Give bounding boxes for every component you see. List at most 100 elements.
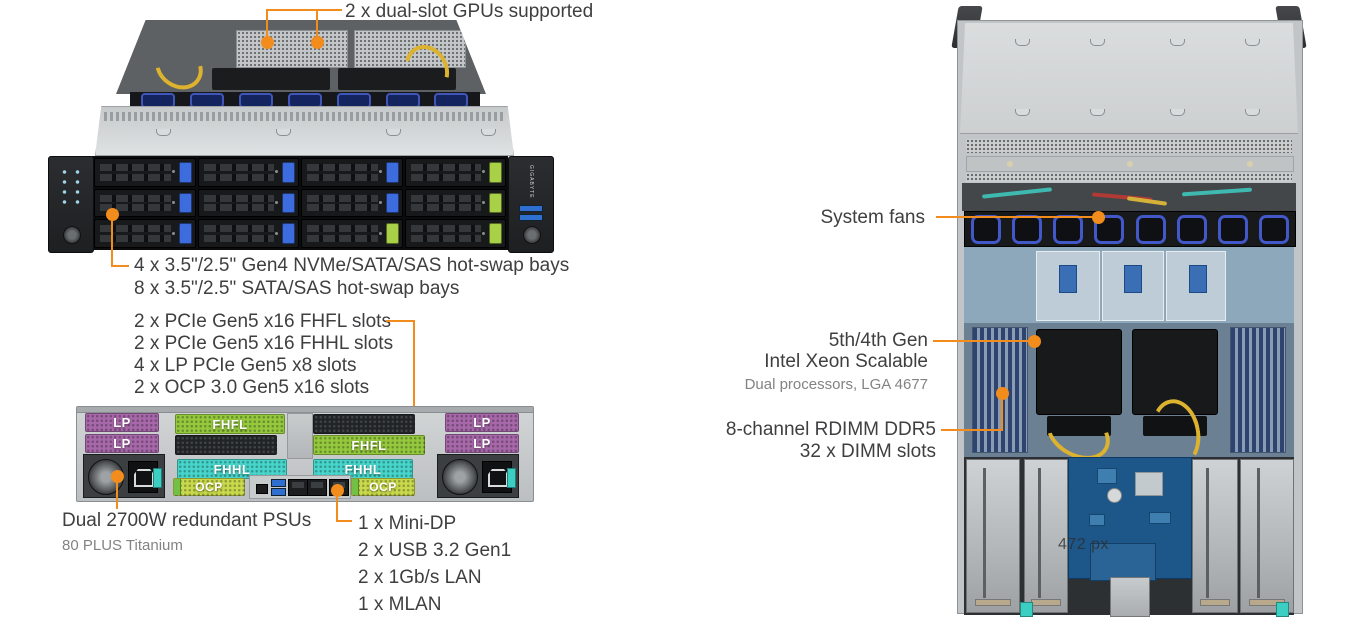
fan-module	[190, 92, 225, 108]
cable	[1181, 187, 1253, 197]
usb-port	[519, 205, 543, 212]
drive-latch-blue	[178, 192, 192, 214]
drive-bay	[301, 188, 403, 218]
drive-latch-green	[489, 192, 502, 214]
drive-led	[378, 231, 382, 235]
drive-led	[171, 170, 175, 174]
rear-center-divider	[287, 413, 313, 459]
usb-port	[271, 488, 286, 496]
drive-latch-blue	[178, 223, 192, 244]
cover-clip	[1245, 109, 1260, 116]
chip	[1097, 468, 1117, 484]
annotation-io-line3: 2 x 1Gb/s LAN	[358, 567, 482, 588]
chassis-clip	[1276, 602, 1289, 617]
fan-module	[1176, 214, 1207, 244]
fan-module	[287, 92, 322, 108]
drive-latch-blue	[282, 192, 295, 214]
drive-bay	[301, 158, 403, 187]
cpu-heatsink-2	[1132, 329, 1218, 436]
gpu-bracket-left	[236, 30, 348, 68]
annotation-bays: 4 x 3.5"/2.5" Gen4 NVMe/SATA/SAS hot-swa…	[134, 254, 569, 300]
annotation-io-line2: 2 x USB 3.2 Gen1	[358, 540, 512, 561]
drive-led	[171, 200, 175, 204]
drive-led	[171, 231, 175, 235]
slot-label-ocp: OCP	[369, 480, 397, 494]
top-fan-row	[964, 211, 1296, 247]
slot-fhhl-2: FHHL	[313, 459, 413, 479]
psu-latch	[507, 468, 516, 488]
cover-clip	[1245, 39, 1260, 46]
rear-view-photo: LP LP LP LP FHFL FHFL FHHL FHHL	[76, 406, 534, 502]
gpu-bracket-right	[354, 30, 466, 68]
drive-bay	[404, 219, 506, 248]
drive-latch-green	[385, 223, 399, 244]
drive-led	[275, 170, 278, 174]
annotation-io-line1: 1 x Mini-DP	[358, 513, 457, 534]
cmos-battery	[1107, 488, 1122, 503]
drive-led	[378, 200, 382, 204]
drive-led	[275, 231, 278, 235]
callout-line-bays	[111, 219, 113, 267]
slot-label-lp: LP	[113, 436, 131, 451]
callout-dot-bays	[106, 208, 119, 221]
chip	[1149, 512, 1171, 524]
drive-bay	[404, 158, 506, 187]
cover-clip	[1090, 109, 1105, 116]
fan-module	[141, 92, 176, 108]
slot-lp-4: LP	[445, 434, 519, 453]
callout-line-pcie	[386, 320, 415, 322]
air-shroud	[964, 247, 1294, 323]
annotation-memory: 8-channel RDIMM DDR5 32 x DIMM slots	[726, 419, 936, 463]
drive-led	[482, 170, 485, 174]
slot-lp-2: LP	[85, 434, 159, 453]
annotation-cpu-line1: 5th/4th Gen	[828, 330, 928, 351]
riser-bracket-3	[1192, 459, 1238, 613]
riser-bracket-4	[1240, 459, 1294, 613]
callout-line-gpu	[266, 9, 268, 39]
slot-fhfl-1: FHFL	[175, 414, 285, 434]
cable	[981, 187, 1053, 199]
power-cable-left	[146, 35, 212, 94]
annotation-pcie-line4: 2 x OCP 3.0 Gen5 x16 slots	[134, 377, 370, 398]
callout-dot-fans	[1092, 211, 1105, 224]
drive-bay	[94, 219, 196, 248]
top-cover	[960, 23, 1298, 134]
center-bracket	[1110, 577, 1150, 617]
chassis-open-top	[116, 20, 486, 94]
drive-latch-blue	[178, 162, 192, 183]
slot-label-fhfl: FHFL	[351, 437, 387, 453]
cpu-memory-area	[964, 323, 1294, 471]
cover-clip	[156, 129, 171, 136]
top-cover-front	[95, 106, 514, 156]
callout-line-pcie	[413, 320, 415, 437]
drive-bay	[197, 219, 299, 248]
callout-line-io	[336, 520, 352, 522]
ocp-tab	[352, 479, 359, 495]
callout-line-bays	[111, 265, 129, 267]
fan-module	[239, 92, 274, 108]
annotation-bays-line2: 8 x 3.5"/2.5" SATA/SAS hot-swap bays	[134, 278, 460, 299]
annotation-memory-line2: 32 x DIMM slots	[799, 441, 936, 462]
psu-left	[83, 454, 165, 498]
rack-ear-right: GIGABYTE	[508, 156, 554, 253]
drive-latch-green	[489, 223, 502, 244]
annotation-memory-line1: 8-channel RDIMM DDR5	[725, 419, 936, 440]
chipset-heatsink	[1135, 472, 1163, 496]
slot-blank-1	[313, 414, 415, 434]
drive-bay	[301, 219, 403, 248]
front-fan-row	[130, 92, 480, 108]
drive-led	[482, 231, 485, 235]
cover-clip	[386, 129, 401, 136]
drive-latch-blue	[385, 162, 399, 183]
thumbscrew	[63, 226, 81, 244]
cable-channel-top	[962, 183, 1296, 211]
slot-label-lp: LP	[473, 436, 491, 451]
callout-dot-io	[331, 484, 344, 497]
slot-blank-2	[175, 435, 277, 455]
drive-latch-blue	[385, 192, 399, 214]
mini-dp-port	[256, 484, 268, 494]
slot-lp-1: LP	[85, 413, 159, 432]
fan-module	[434, 92, 469, 108]
drive-latch-blue	[282, 162, 295, 183]
callout-dot-psu	[111, 470, 124, 483]
